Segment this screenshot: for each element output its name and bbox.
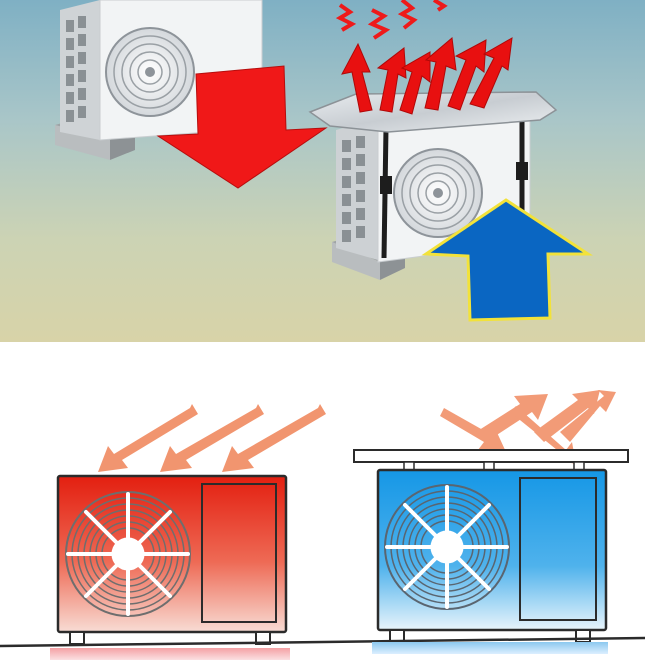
cool-air-up-arrow-icon [421, 198, 594, 322]
fan-grille-icon [393, 148, 483, 238]
top-scene-svg [0, 0, 645, 342]
bottom-scene-svg [0, 342, 645, 667]
heat-down-arrow-icon [156, 65, 328, 189]
ground-line [0, 636, 645, 648]
reflected-heat-arrows-icon [341, 37, 513, 115]
bottom-panel-temperature-comparison [0, 342, 645, 667]
sunshade-panel [353, 449, 629, 463]
hot-ground-glow [50, 648, 290, 660]
fan-icon [65, 491, 191, 617]
fan-icon [384, 484, 510, 610]
top-panel-outdoor-units [0, 0, 645, 342]
sun-rays-hot-unit-icon [98, 404, 326, 472]
heat-waves-icon [335, 0, 448, 40]
fan-grille-icon [105, 27, 195, 117]
cool-ground-glow [372, 642, 608, 654]
outdoor-unit-hot [56, 474, 288, 645]
outdoor-unit-cool [353, 449, 629, 643]
